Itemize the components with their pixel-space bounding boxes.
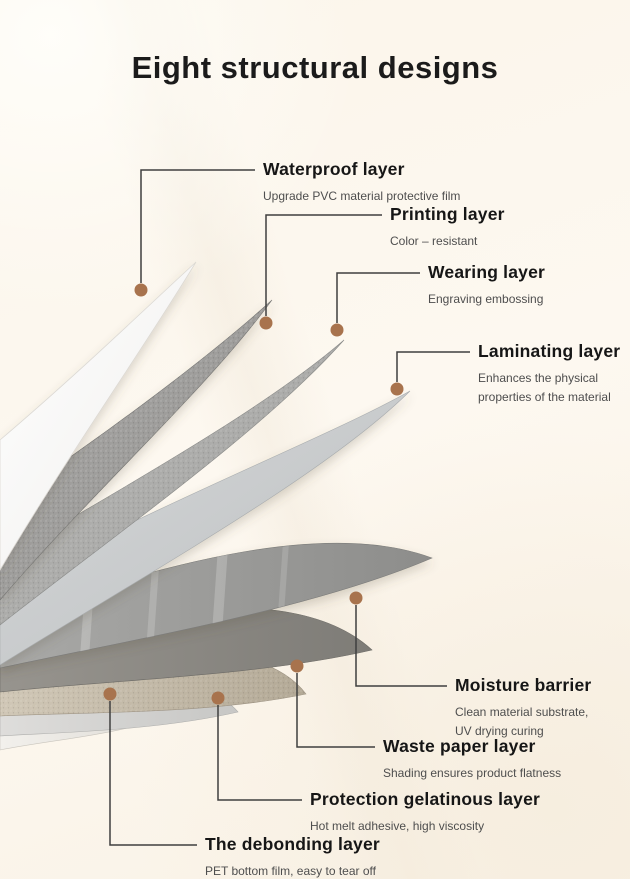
callout-subtitle-moisture: Clean material substrate, UV drying curi… xyxy=(455,705,589,738)
callout-dot-waterproof xyxy=(134,283,148,297)
callout-subtitle-printing: Color – resistant xyxy=(390,234,478,248)
callout-line-wearing xyxy=(336,272,420,323)
callout-line-moisture xyxy=(355,605,447,687)
callout-dot-debonding xyxy=(103,687,117,701)
callout-subtitle-waterproof: Upgrade PVC material protective film xyxy=(263,189,461,203)
callout-title-debonding: The debonding layer xyxy=(205,834,380,854)
callout-title-protection: Protection gelatinous layer xyxy=(310,789,541,809)
callout-debonding: The debonding layer PET bottom film, eas… xyxy=(205,834,380,879)
callout-title-wearing: Wearing layer xyxy=(428,262,546,282)
callout-line-waterproof xyxy=(140,169,255,283)
callout-wearing: Wearing layer Engraving embossing xyxy=(428,262,545,309)
callout-moisture: Moisture barrier Clean material substrat… xyxy=(455,675,591,740)
top-layer-fan xyxy=(0,261,411,666)
callout-dots xyxy=(103,283,404,705)
sheet-waterproof xyxy=(0,261,197,571)
callout-title-printing: Printing layer xyxy=(390,204,505,224)
callout-dot-waste-paper xyxy=(290,659,304,673)
callout-protection: Protection gelatinous layer Hot melt adh… xyxy=(310,789,540,836)
callout-line-laminating xyxy=(396,351,470,382)
callout-line-protection xyxy=(217,705,302,801)
callout-dot-printing xyxy=(259,316,273,330)
sheet-printing-texture xyxy=(0,300,272,600)
callout-dot-wearing xyxy=(330,323,344,337)
bottom-layer-fan xyxy=(0,542,433,751)
callout-line-waste-paper xyxy=(296,673,375,748)
callout-dot-moisture xyxy=(349,591,363,605)
callout-subtitle-debonding: PET bottom film, easy to tear off xyxy=(205,864,376,878)
sheet-laminating xyxy=(0,390,411,666)
callout-title-moisture: Moisture barrier xyxy=(455,675,592,695)
callout-dot-protection xyxy=(211,691,225,705)
callout-subtitle-laminating: Enhances the physical properties of the … xyxy=(478,371,611,404)
callout-waterproof: Waterproof layer Upgrade PVC material pr… xyxy=(263,159,460,206)
callout-line-printing xyxy=(265,214,382,316)
callout-lines xyxy=(109,169,470,846)
page-title: Eight structural designs xyxy=(131,50,499,85)
callout-title-waterproof: Waterproof layer xyxy=(263,159,405,179)
callout-subtitle-waste-paper: Shading ensures product flatness xyxy=(383,766,562,780)
callout-waste-paper: Waste paper layer Shading ensures produc… xyxy=(383,736,561,783)
callout-printing: Printing layer Color – resistant xyxy=(390,204,505,251)
callout-line-debonding xyxy=(109,701,197,846)
callout-subtitle-wearing: Engraving embossing xyxy=(428,292,544,306)
callout-laminating: Laminating layer Enhances the physical p… xyxy=(478,341,620,406)
sheet-wearing-texture xyxy=(0,340,344,625)
callout-title-laminating: Laminating layer xyxy=(478,341,621,361)
callout-dot-laminating xyxy=(390,382,404,396)
callout-subtitle-protection: Hot melt adhesive, high viscosity xyxy=(310,819,485,833)
sheet-moisture-barrier xyxy=(0,542,433,669)
callout-title-waste-paper: Waste paper layer xyxy=(383,736,536,756)
